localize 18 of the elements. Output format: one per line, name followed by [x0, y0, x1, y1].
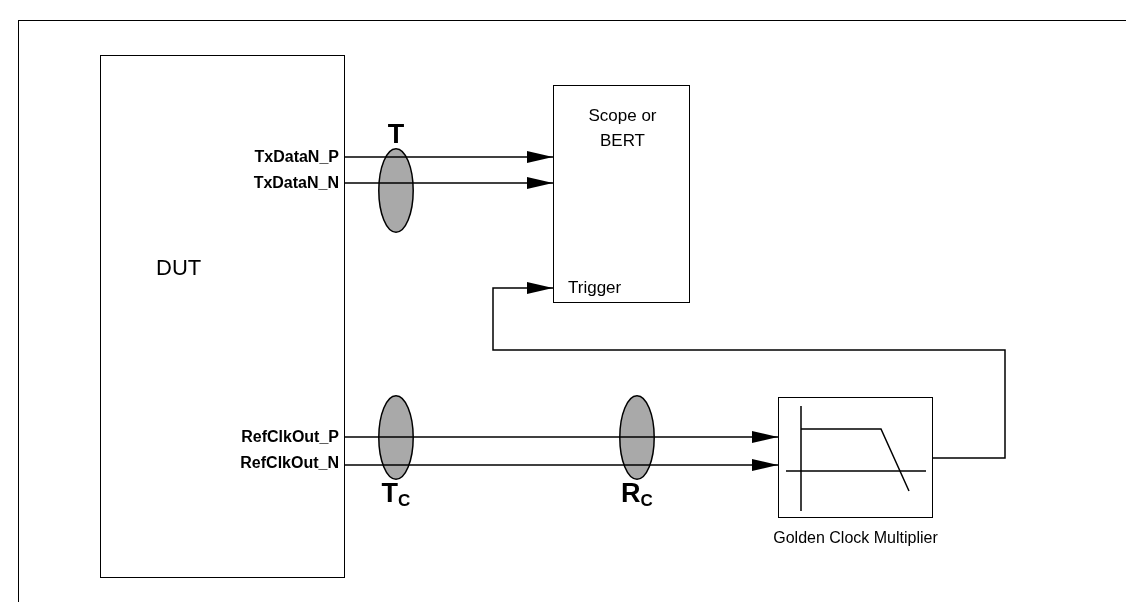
bundle-label: T$_{C}$ — [381, 480, 411, 509]
signal-name: RefClkOut_N — [240, 454, 339, 472]
bundle-label: R$_{C}$ — [621, 480, 653, 509]
device-box — [100, 55, 345, 578]
signal-name: TxDataN_N — [253, 174, 339, 192]
signal-arrow — [413, 151, 554, 163]
signal-name: RefClkOut_P — [241, 428, 339, 446]
device-box — [553, 85, 690, 303]
box-label: DUT — [156, 256, 202, 281]
signal-arrow — [413, 177, 554, 189]
bundle-label: T — [387, 121, 405, 148]
signal-arrow — [654, 459, 779, 471]
signal-name: TxDataN_P — [254, 148, 339, 166]
box-label: Scope or BERT — [587, 105, 658, 152]
box-label: Trigger — [568, 279, 622, 298]
signal-arrow — [654, 431, 779, 443]
box-caption: Golden Clock Multiplier — [773, 529, 938, 547]
signal-arrow — [492, 282, 1006, 459]
